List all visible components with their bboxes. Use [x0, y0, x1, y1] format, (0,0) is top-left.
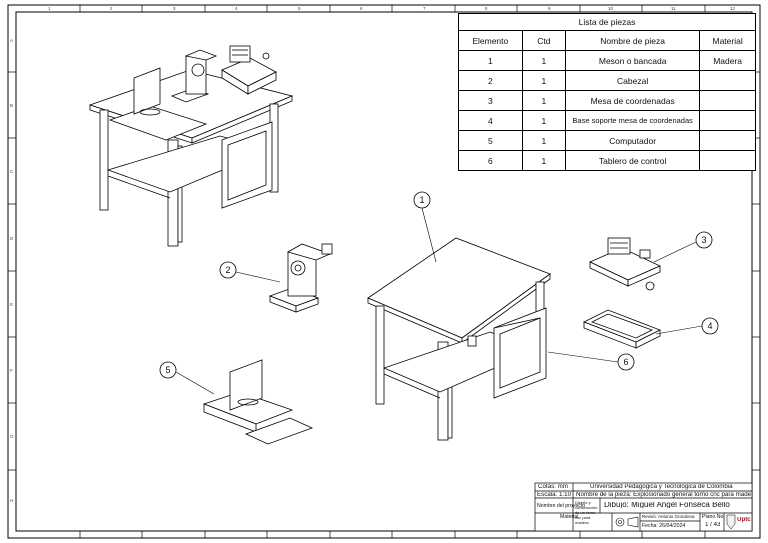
table-row: 5 1 Computador [458, 130, 756, 151]
zone-row-e: E [10, 302, 14, 307]
table-row: 3 1 Mesa de coordenadas [458, 90, 756, 111]
cell-nombre: Mesa de coordenadas [565, 90, 701, 111]
cell-elemento: 3 [458, 90, 523, 111]
zone-col-4: 4 [235, 6, 238, 11]
zone-row-g: G [10, 434, 14, 439]
zone-row-f: F [10, 368, 13, 373]
zone-col-9: 9 [548, 6, 551, 11]
cell-material [699, 90, 756, 111]
callout-circle-6 [617, 353, 635, 371]
uptc-logo: Uptc [737, 517, 751, 523]
cell-nombre: Cabezal [565, 70, 701, 91]
headstock-part-2 [268, 243, 333, 313]
control-panel-part-6 [493, 307, 547, 399]
cell-nombre: Meson o bancada [565, 50, 701, 71]
zone-row-b: B [10, 103, 14, 108]
computer-part-5 [202, 359, 314, 445]
title-block-frame [534, 482, 753, 532]
cell-elemento: 6 [458, 150, 523, 171]
callout-1: 1 [419, 195, 425, 205]
cell-elemento: 1 [458, 50, 523, 71]
zone-col-6: 6 [360, 6, 363, 11]
header-elemento: Elemento [458, 30, 523, 51]
callout-3: 3 [701, 235, 707, 245]
cell-ctd: 1 [521, 130, 567, 151]
callout-circle-3 [695, 231, 713, 249]
callout-circle-4 [701, 317, 719, 335]
header-ctd: Ctd [521, 30, 567, 51]
uptc-shield-icon [726, 514, 736, 530]
parts-list-title-row: Lista de piezas [458, 13, 756, 31]
callout-circle-1 [413, 191, 431, 209]
title-cotas: Cotas: mm [538, 484, 568, 490]
title-proyecto: Diseño y construcción de un torno cnc pa… [575, 500, 598, 525]
cell-material [699, 130, 756, 151]
outer-border [7, 4, 761, 539]
title-material-label: Material [560, 514, 579, 520]
title-dibujo: Dibujo: Miguel Angel Fonseca Bello [604, 502, 730, 508]
parts-list-title: Lista de piezas [458, 13, 756, 31]
cell-ctd: 1 [521, 70, 567, 91]
inner-border [15, 11, 753, 532]
table-row: 6 1 Tablero de control [458, 150, 756, 171]
zone-ticks [8, 5, 760, 538]
parts-list-header-row: Elemento Ctd Nombre de pieza Material [458, 30, 756, 51]
zone-row-h: H [10, 498, 14, 503]
cell-material [699, 150, 756, 171]
cell-elemento: 2 [458, 70, 523, 91]
parts-list-table: Lista de piezas Elemento Ctd Nombre de p… [458, 13, 756, 171]
zone-col-10: 10 [608, 6, 614, 11]
callout-5: 5 [165, 365, 171, 375]
callout-circle-5 [159, 361, 177, 379]
zone-col-2: 2 [110, 6, 113, 11]
title-nombre-pieza: Nombre de la pieza: Explosionado general… [576, 492, 751, 498]
zone-col-8: 8 [485, 6, 488, 11]
title-plano-num: 1 / 43 [705, 522, 721, 528]
callout-circle-2 [219, 261, 237, 279]
callout-circles [159, 191, 719, 379]
cell-ctd: 1 [521, 110, 567, 131]
zone-col-5: 5 [298, 6, 301, 11]
cell-ctd: 1 [521, 50, 567, 71]
projection-symbol-icon [615, 516, 639, 528]
zone-row-d: D [10, 236, 14, 241]
zone-col-7: 7 [423, 6, 426, 11]
header-nombre: Nombre de pieza [565, 30, 701, 51]
zone-col-12: 12 [730, 6, 736, 11]
cell-material [699, 110, 756, 131]
cell-nombre: Tablero de control [565, 150, 701, 171]
zone-row-a: A [10, 38, 14, 43]
zone-col-1: 1 [48, 6, 51, 11]
title-plano-label: Plano No. [702, 514, 725, 520]
cell-material: Madera [699, 50, 756, 71]
cell-nombre: Computador [565, 130, 701, 151]
cell-ctd: 1 [521, 150, 567, 171]
assembled-lathe-view [88, 45, 294, 247]
title-fecha: Fecha: 26/04/2024 [642, 523, 686, 529]
title-proyecto-label: Nombre del proyecto [537, 503, 586, 509]
title-reviso: Revisó: Antonio Grondona [642, 514, 695, 519]
zone-col-11: 11 [671, 6, 676, 11]
header-material: Material [699, 30, 756, 51]
cell-material [699, 70, 756, 91]
cell-elemento: 4 [458, 110, 523, 131]
leader-lines [175, 207, 703, 395]
table-row: 1 1 Meson o bancada Madera [458, 50, 756, 71]
table-row: 2 1 Cabezal [458, 70, 756, 91]
table-row: 4 1 Base soporte mesa de coordenadas [458, 110, 756, 131]
callout-2: 2 [225, 265, 231, 275]
title-escala: Escala: 1:10 [537, 492, 572, 498]
callout-6: 6 [623, 357, 629, 367]
zone-col-3: 3 [173, 6, 176, 11]
title-universidad: Universidad Pedagógica y Tecnológica de … [590, 484, 733, 490]
cell-ctd: 1 [521, 90, 567, 111]
callout-4: 4 [707, 321, 713, 331]
base-support-part-4 [583, 309, 661, 349]
zone-row-c: C [10, 169, 14, 174]
cell-nombre: Base soporte mesa de coordenadas [565, 110, 701, 131]
coordinate-table-part-3 [589, 237, 661, 291]
cell-elemento: 5 [458, 130, 523, 151]
